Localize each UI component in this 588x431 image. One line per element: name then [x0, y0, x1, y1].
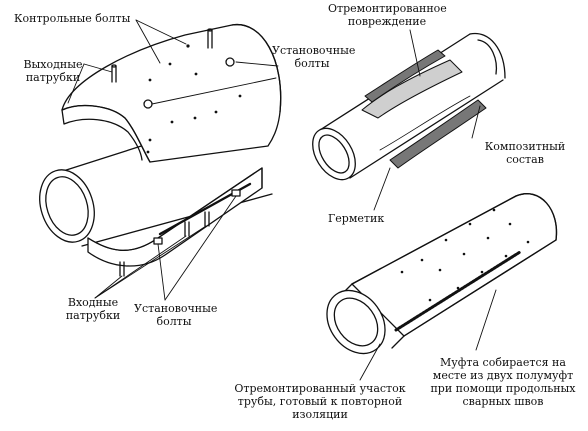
label-outlet-pipes: Выходные патрубки: [23, 58, 83, 84]
sleeve-control-holes: [400, 208, 530, 302]
leaders-bottom-right: [359, 289, 497, 381]
label-sealant: Герметик: [328, 212, 385, 225]
label-control-bolts: Контрольные болты: [14, 12, 131, 25]
label-repaired-damage: Отремонтированное повреждение: [328, 2, 447, 28]
inlet-pipes: [119, 211, 210, 277]
label-composite: Композитный состав: [484, 140, 566, 166]
leaders-left: [67, 19, 279, 301]
label-inlet-pipes: Входные патрубки: [65, 296, 121, 322]
upper-half-sleeve: [61, 24, 282, 163]
label-repaired-section: Отремонтированный участок трубы, готовый…: [234, 382, 406, 421]
leaders-top-right: [373, 29, 481, 211]
assembled-sleeve: [326, 193, 558, 355]
label-sleeve-note: Муфта собирается на месте из двух полуму…: [430, 356, 576, 408]
repaired-pipe: [312, 32, 506, 181]
outlet-pipes: [111, 28, 213, 83]
label-mounting-bolts-top: Установочные болты: [272, 44, 356, 70]
label-mounting-bolts-bottom: Установочные болты: [134, 302, 218, 328]
control-bolts: [146, 44, 242, 154]
mounting-bolts-top: [143, 57, 235, 109]
